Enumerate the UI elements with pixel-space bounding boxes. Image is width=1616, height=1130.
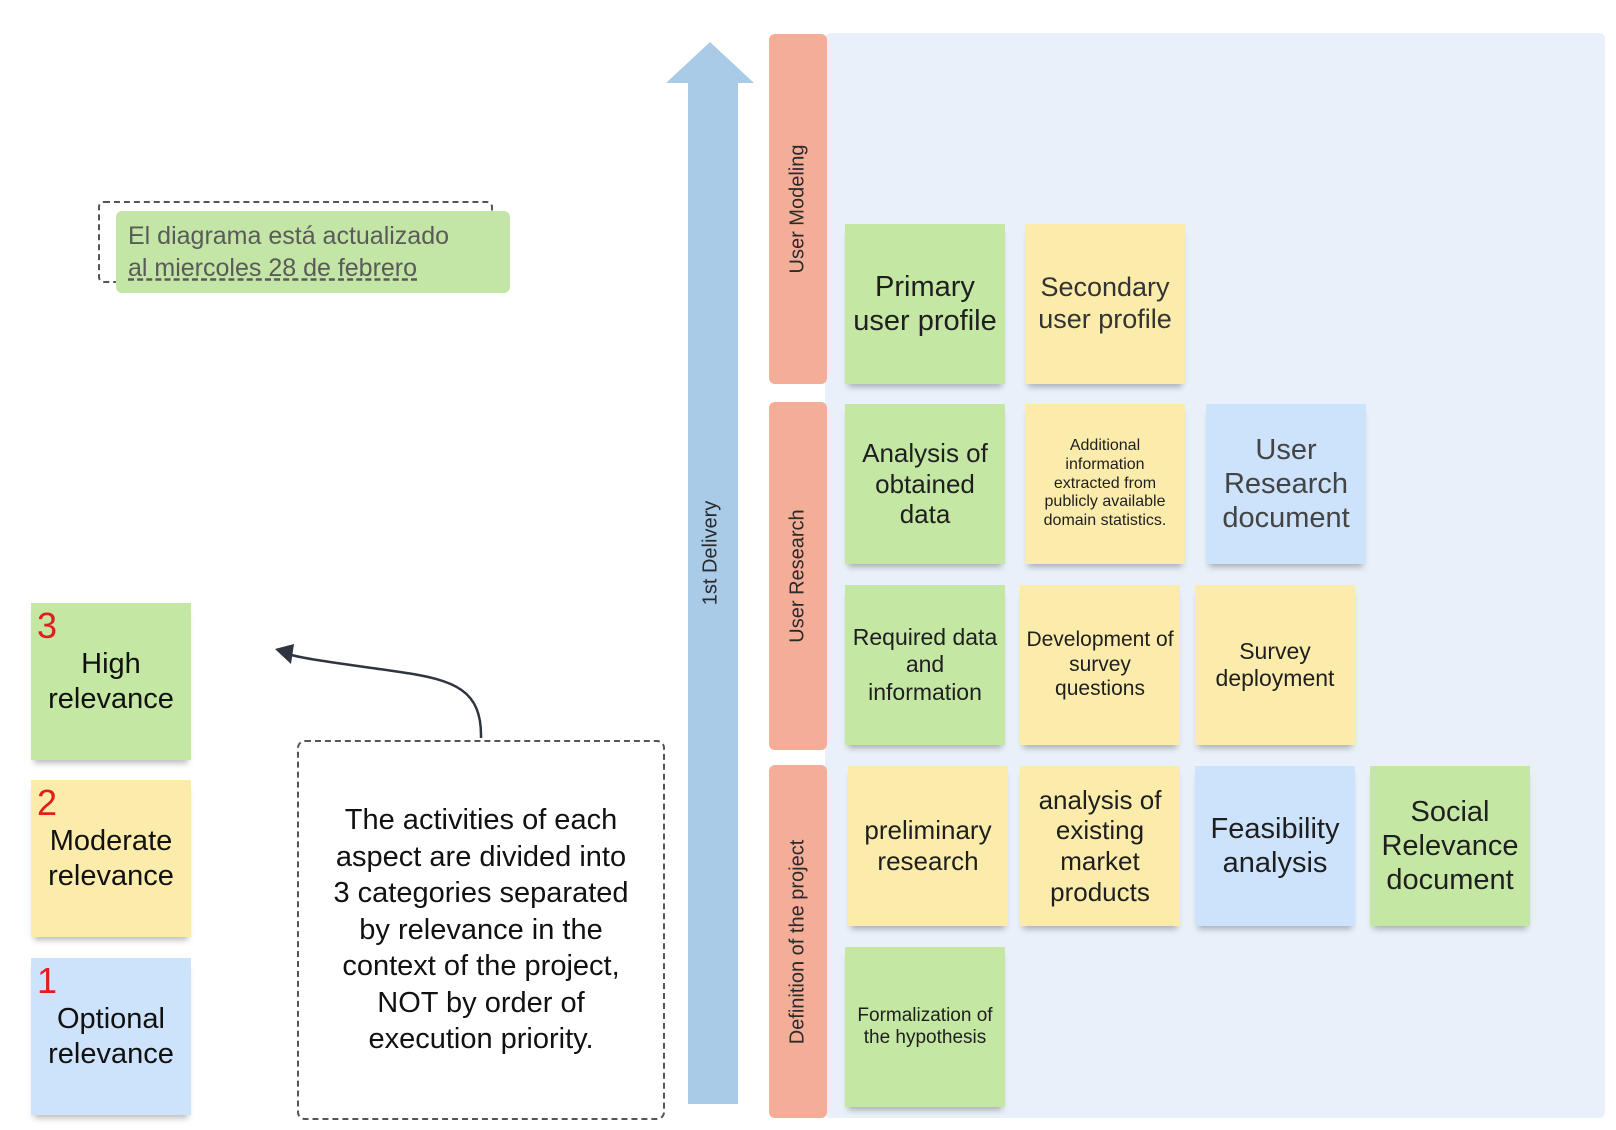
note-primary-user-profile[interactable]: Primary user profile	[845, 224, 1005, 384]
note-text: Secondary user profile	[1038, 272, 1172, 334]
delivery-arrow	[666, 42, 754, 1104]
note-secondary-user-profile[interactable]: Secondary user profile	[1025, 224, 1185, 384]
update-note[interactable]: El diagrama está actualizado al miercole…	[116, 211, 510, 293]
note-text: Analysis of obtained data	[862, 437, 988, 530]
note-text: Formalization of the hypothesis	[857, 1004, 993, 1048]
lane-definition-of-project[interactable]: Definition of the project	[769, 765, 827, 1118]
note-user-research-document[interactable]: User Research document	[1206, 404, 1366, 564]
note-social-relevance-document[interactable]: Social Relevance document	[1370, 766, 1530, 926]
lane-label-user-research: User Research	[786, 509, 809, 643]
note-text: Primary user profile	[853, 270, 997, 337]
legend-number-3: 3	[37, 605, 58, 646]
legend-label-moderate: Moderate relevance	[48, 825, 174, 892]
legend-high-relevance[interactable]: 3 High relevance	[31, 603, 191, 760]
board-background	[825, 33, 1605, 1118]
note-survey-questions[interactable]: Development of survey questions	[1020, 585, 1180, 745]
legend-optional-relevance[interactable]: 1 Optional relevance	[31, 958, 191, 1115]
delivery-label: 1st Delivery	[699, 500, 722, 606]
note-additional-information[interactable]: Additional information extracted from pu…	[1025, 404, 1185, 564]
note-market-products[interactable]: analysis of existing market products	[1020, 766, 1180, 926]
note-analysis-obtained-data[interactable]: Analysis of obtained data	[845, 404, 1005, 564]
lane-user-modeling[interactable]: User Modeling	[769, 34, 827, 384]
legend-label-high: High relevance	[48, 648, 174, 715]
note-text: Required data and information	[852, 624, 998, 705]
legend-number-1: 1	[37, 960, 58, 1001]
note-text: Feasibility analysis	[1210, 812, 1340, 879]
legend-number-2: 2	[37, 782, 58, 823]
legend-moderate-relevance[interactable]: 2 Moderate relevance	[31, 780, 191, 937]
note-feasibility-analysis[interactable]: Feasibility analysis	[1195, 766, 1355, 926]
lane-user-research[interactable]: User Research	[769, 402, 827, 750]
note-preliminary-research[interactable]: preliminary research	[848, 766, 1008, 926]
note-required-data[interactable]: Required data and information	[845, 585, 1005, 745]
note-survey-deployment[interactable]: Survey deployment	[1195, 585, 1355, 745]
note-text: Additional information extracted from pu…	[1043, 436, 1167, 530]
note-text: preliminary research	[864, 815, 992, 876]
note-text: Survey deployment	[1215, 637, 1335, 691]
explanation-text: The activities of each aspect are divide…	[333, 804, 629, 1056]
explanation-box[interactable]: The activities of each aspect are divide…	[297, 740, 665, 1120]
lane-label-user-modeling: User Modeling	[786, 144, 809, 274]
legend-label-optional: Optional relevance	[48, 1003, 174, 1070]
note-text: analysis of existing market products	[1038, 784, 1162, 907]
update-note-line-2: al miercoles 28 de febrero	[128, 254, 418, 282]
note-text: User Research document	[1222, 433, 1350, 535]
note-text: Development of survey questions	[1026, 627, 1174, 701]
note-text: Social Relevance document	[1381, 795, 1519, 897]
note-formalization-hypothesis[interactable]: Formalization of the hypothesis	[845, 947, 1005, 1107]
lane-label-definition: Definition of the project	[786, 839, 809, 1044]
update-note-line-1: El diagrama está actualizado	[128, 222, 450, 250]
